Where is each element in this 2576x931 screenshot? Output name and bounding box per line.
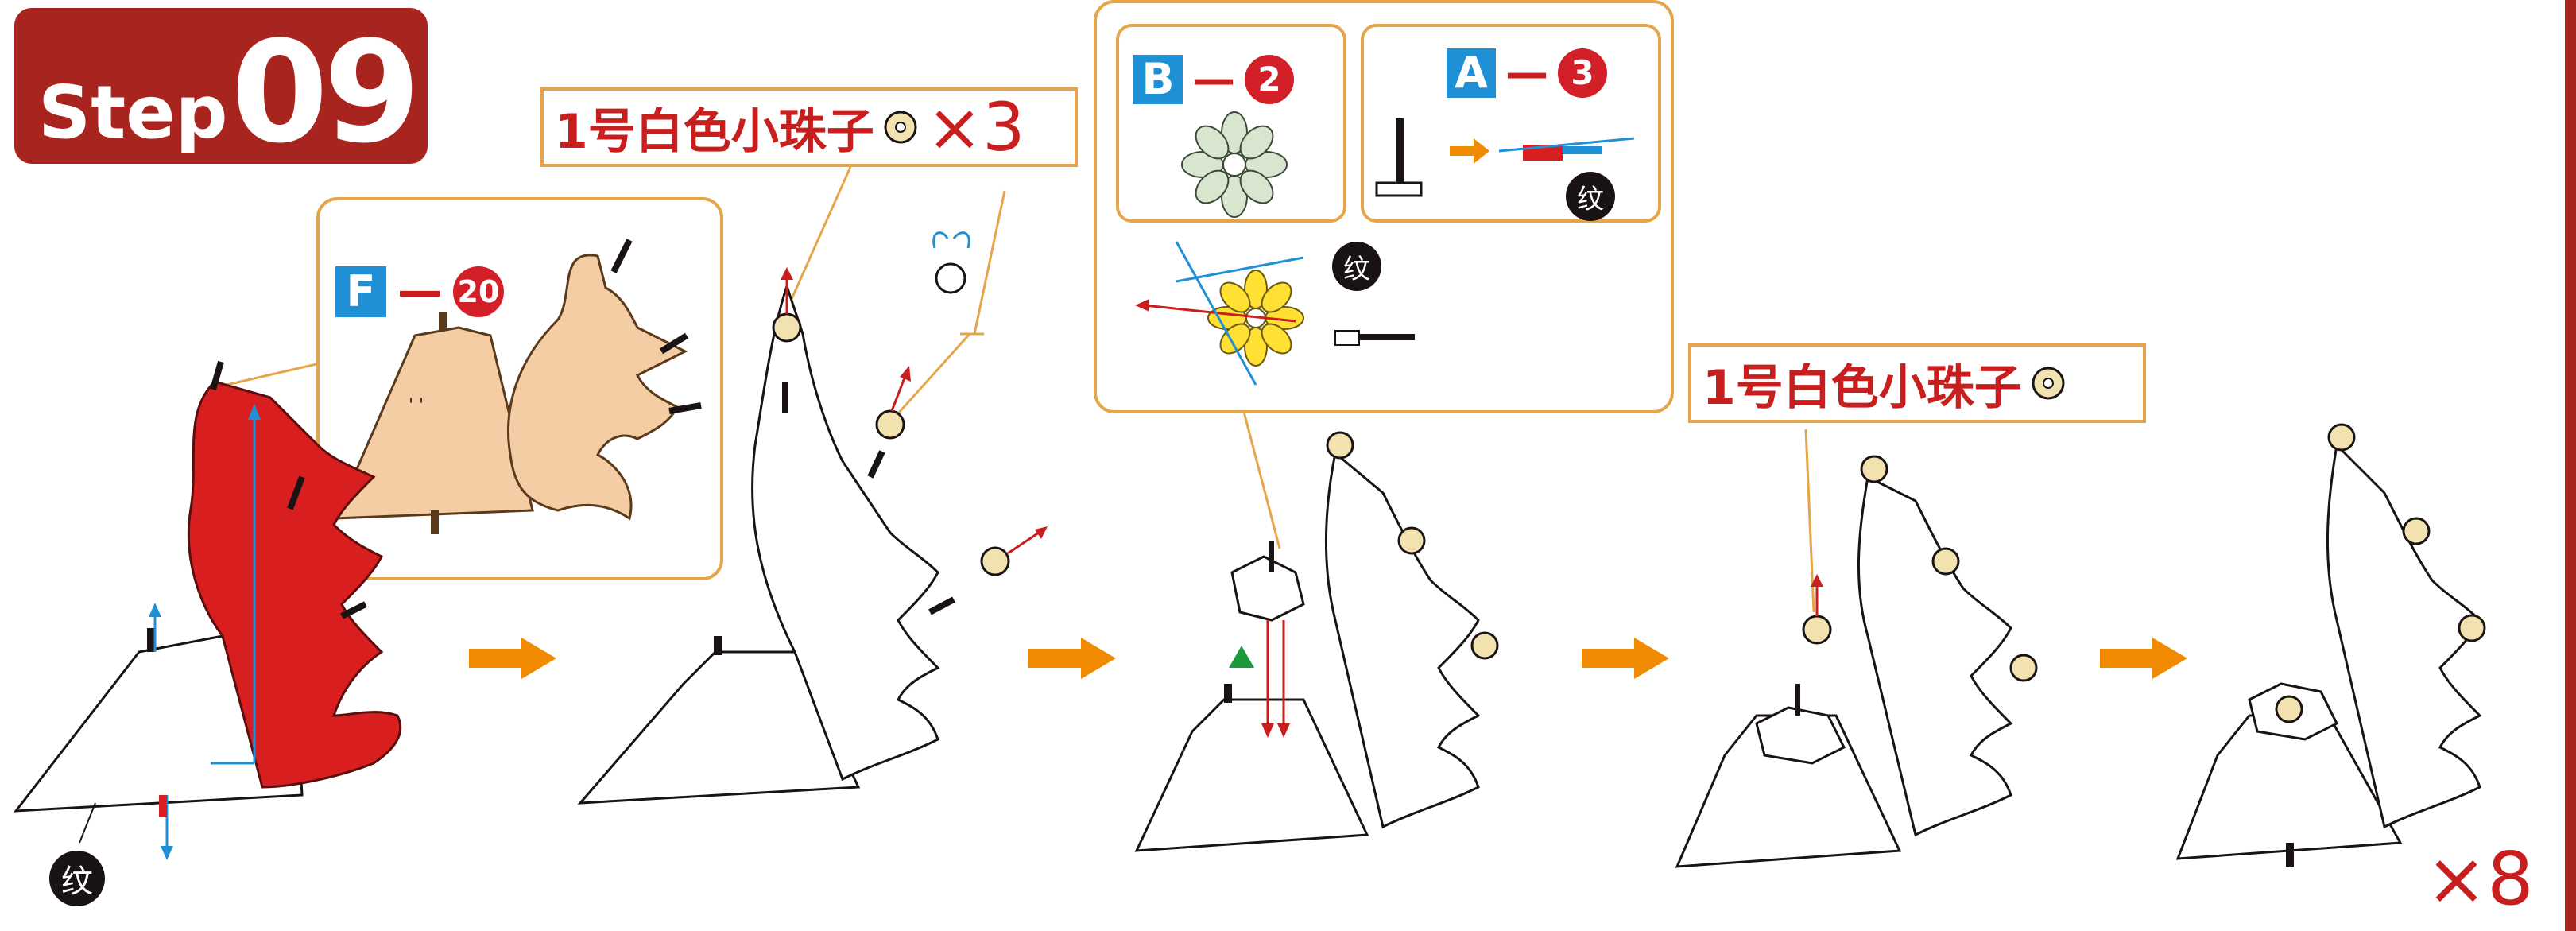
crease-mark-icon: 纹 [49, 851, 105, 906]
part-letter-b: B [1133, 54, 1183, 104]
crease-mark-icon: 纹 [1332, 242, 1381, 291]
part-a-label: A — 3 [1447, 48, 1607, 98]
part-dash: — [1192, 54, 1235, 104]
part-letter-f: F [335, 266, 386, 317]
crease-mark-icon: 纹 [1566, 172, 1615, 221]
flow-arrow-icon [469, 638, 556, 679]
flower-assembly-illustration [1135, 241, 1415, 386]
callout-part-f: F — 20 ' ' [316, 197, 723, 580]
svg-text:' ': ' ' [409, 396, 424, 416]
part-dash: — [397, 266, 442, 317]
bead-icon [2032, 367, 2065, 400]
flow-arrow-icon [1028, 638, 1116, 679]
bead-label-single: 1号白色小珠子 [1688, 343, 2146, 423]
step-number: 09 [230, 11, 421, 175]
bead-icon [884, 111, 917, 144]
callout-part-b: B — 2 [1116, 24, 1346, 223]
bead-multiplier: ×3 [926, 88, 1025, 166]
step-badge: Step 09 [14, 8, 428, 164]
step-word: Step [38, 70, 228, 155]
bead-label-text: 1号白色小珠子 [1702, 359, 2022, 416]
part-number-20: 20 [453, 266, 504, 317]
part-dash: — [1505, 48, 1548, 98]
part-b-label: B — 2 [1133, 54, 1294, 104]
part-letter-a: A [1447, 48, 1496, 98]
flow-arrow-icon [1582, 638, 1669, 679]
part-a-illustration [1375, 118, 1635, 197]
repeat-multiplier: ×8 [2426, 836, 2534, 921]
part-number-2: 2 [1245, 54, 1294, 104]
flower-part-b-icon [1181, 111, 1288, 218]
bead-label-text: 1号白色小珠子 [555, 103, 874, 160]
callout-flower-assembly: B — 2 A — 3 [1094, 0, 1674, 413]
bead-label-x3: 1号白色小珠子 ×3 [540, 87, 1078, 167]
part-f-label: F — 20 [335, 266, 504, 317]
callout-part-a: A — 3 纹 [1361, 24, 1661, 223]
flow-arrow-icon [2100, 638, 2187, 679]
part-number-3: 3 [1558, 48, 1607, 98]
right-border-stripe [2565, 0, 2576, 931]
